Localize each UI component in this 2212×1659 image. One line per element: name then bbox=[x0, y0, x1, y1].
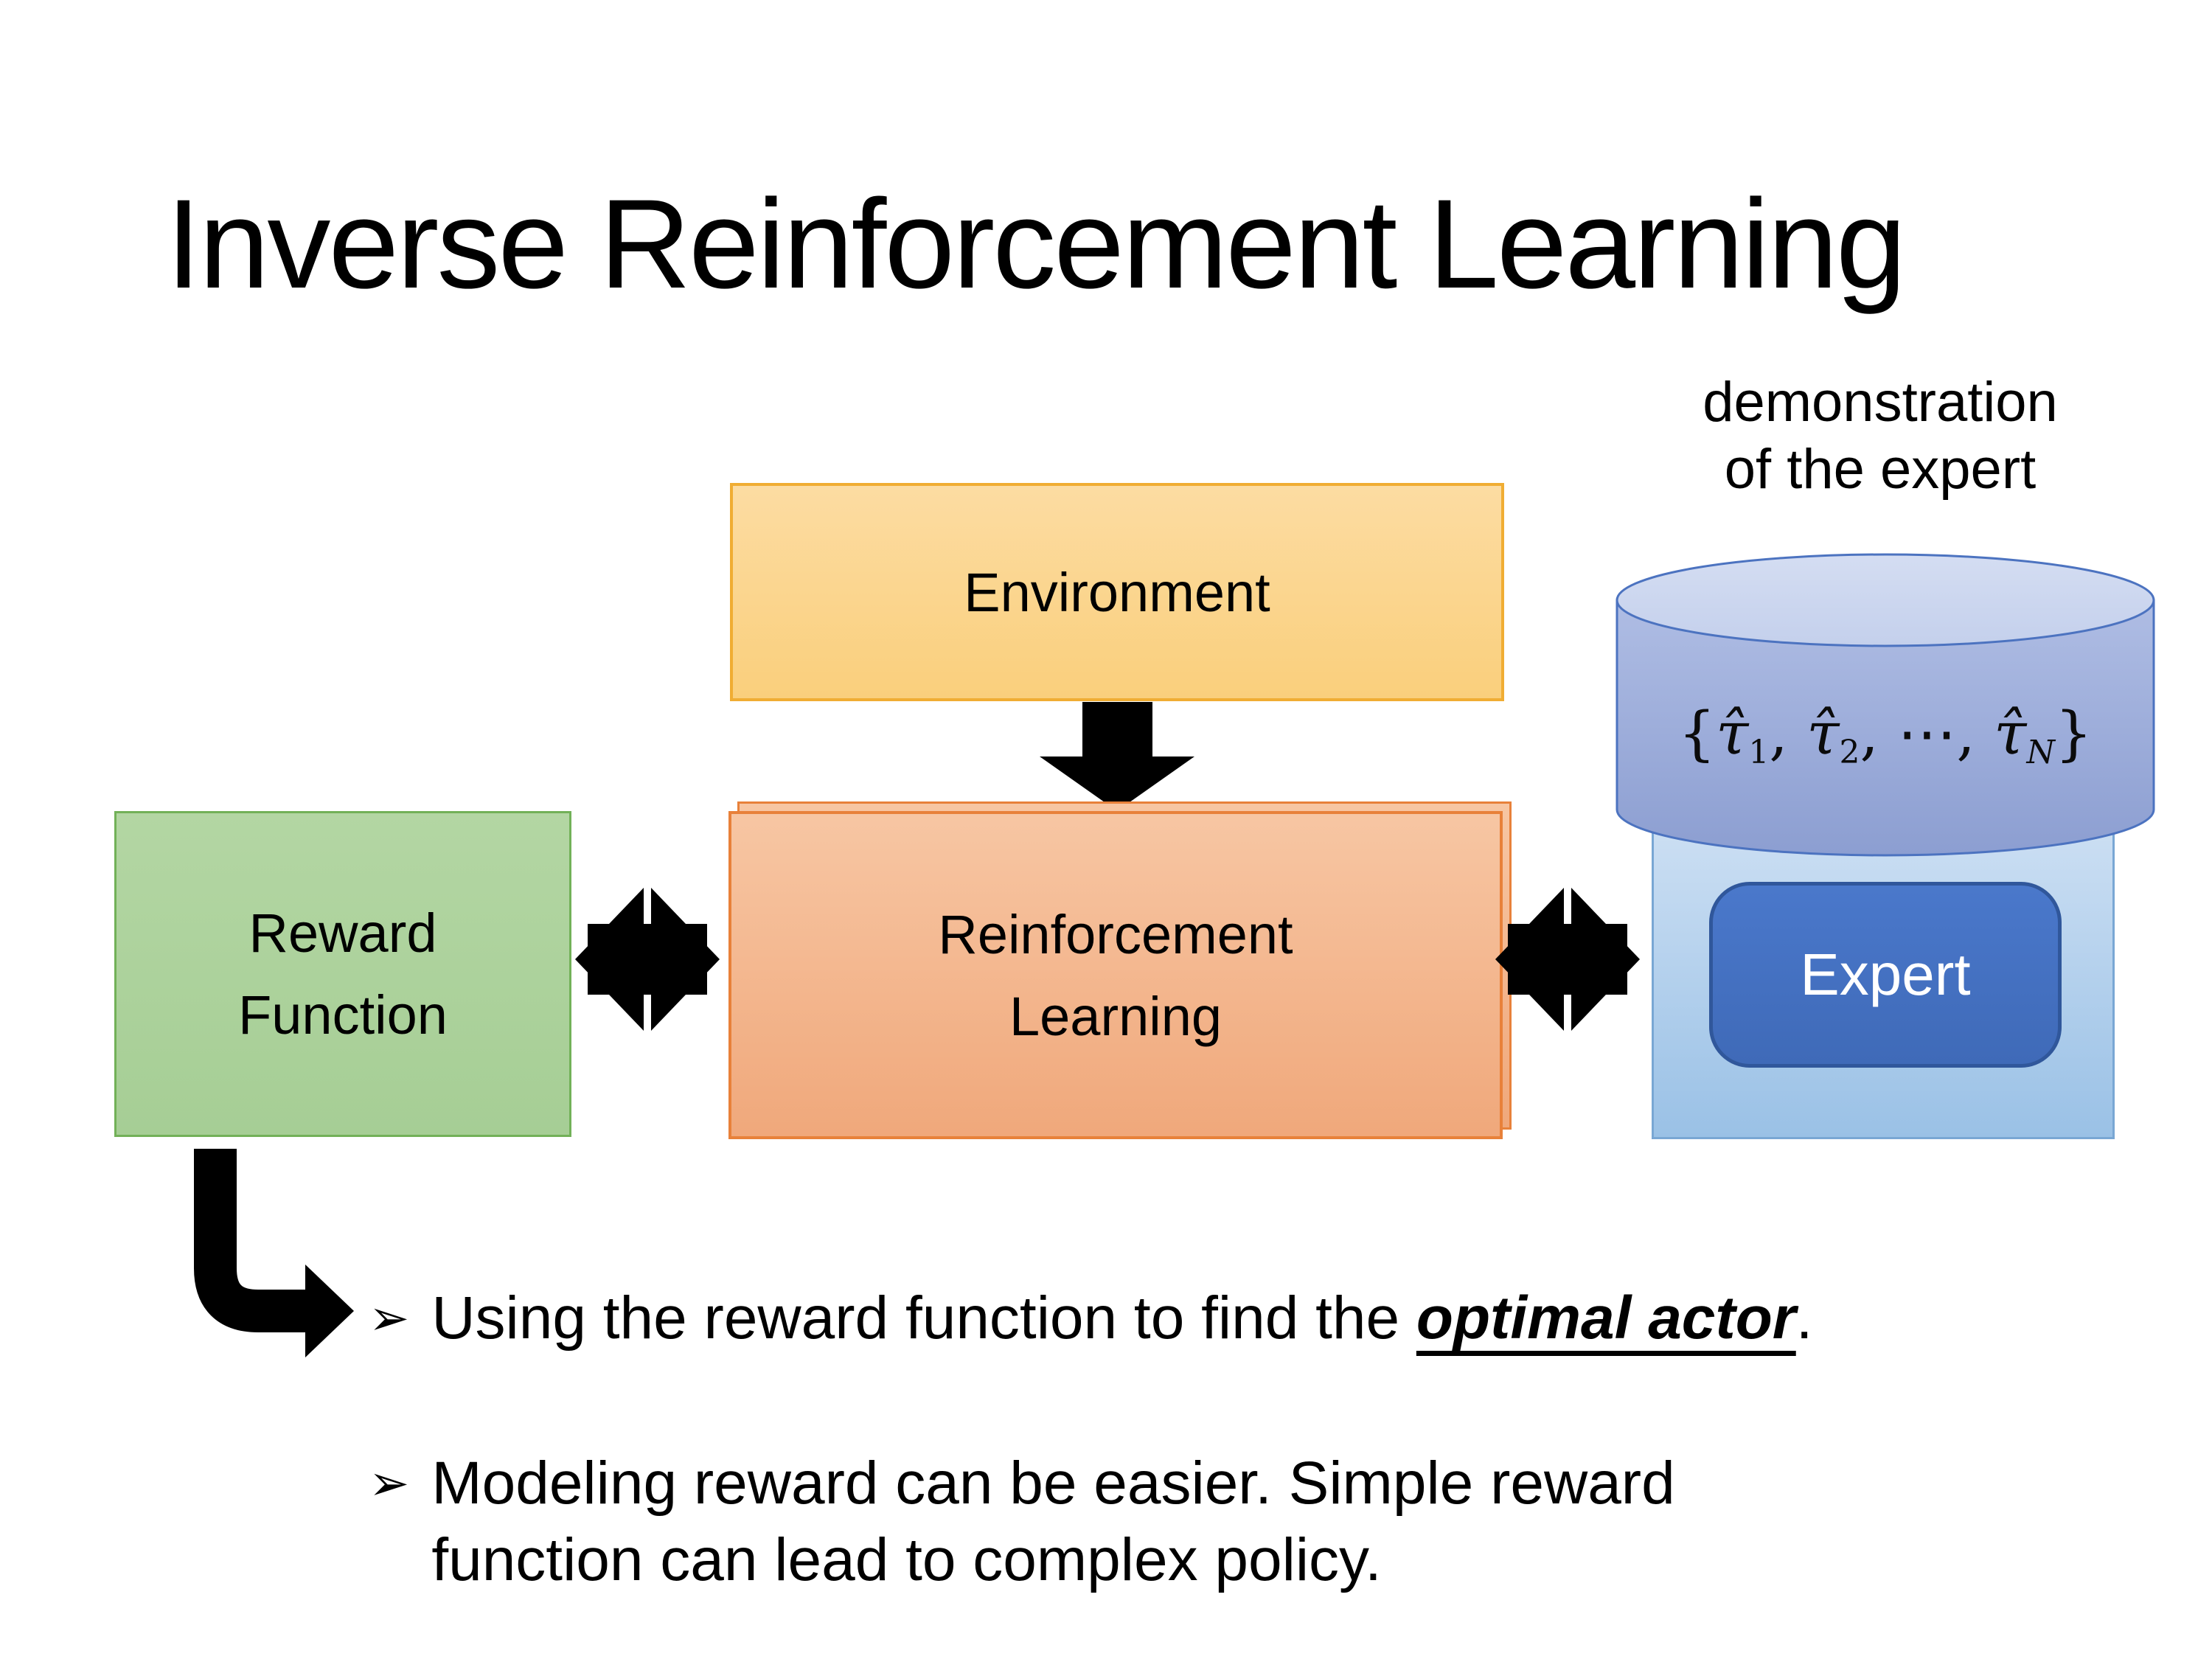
reward-label-line1: Reward bbox=[248, 902, 437, 964]
page-title: Inverse Reinforcement Learning bbox=[166, 173, 1907, 315]
demonstration-label-line2: of the expert bbox=[1724, 438, 2037, 501]
reward-function-box: Reward Function bbox=[114, 811, 571, 1137]
double-arrow-right-icon bbox=[1495, 888, 1640, 1031]
bullet2-line1: Modeling reward can be easier. Simple re… bbox=[431, 1450, 1675, 1517]
bullet1-post: . bbox=[1795, 1284, 1813, 1352]
formula-tau2: τ̂ bbox=[1806, 699, 1840, 768]
expert-label: Expert bbox=[1800, 942, 1971, 1007]
double-arrow-left-icon bbox=[575, 888, 720, 1031]
reinforcement-learning-box: Reinforcement Learning bbox=[728, 811, 1503, 1139]
formula-sep3: , bbox=[1956, 699, 1994, 768]
formula-sep1: , bbox=[1769, 699, 1807, 768]
trajectory-set-formula: {τ̂1, τ̂2, ⋯, τ̂N} bbox=[1615, 699, 2156, 771]
demonstration-label: demonstration of the expert bbox=[1622, 369, 2138, 503]
down-arrow-icon bbox=[1040, 702, 1194, 811]
bullet1-pre: Using the reward function to find the bbox=[431, 1284, 1416, 1352]
bullet-item-1: ➢ Using the reward function to find the … bbox=[369, 1280, 1813, 1357]
bullet2-line2: function can lead to complex policy. bbox=[431, 1526, 1382, 1594]
expert-box: Expert bbox=[1709, 882, 2062, 1068]
formula-close-brace: } bbox=[2054, 699, 2093, 768]
bullet-text-2: Modeling reward can be easier. Simple re… bbox=[431, 1445, 1674, 1599]
demonstration-label-line1: demonstration bbox=[1703, 371, 2058, 434]
bullet1-emphasis: optimal actor bbox=[1416, 1284, 1796, 1352]
formula-open-brace: { bbox=[1678, 699, 1717, 768]
arrowhead-bullet-icon: ➢ bbox=[369, 1455, 410, 1510]
bullet-text-1: Using the reward function to find the op… bbox=[431, 1280, 1812, 1357]
formula-sub1: 1 bbox=[1748, 734, 1770, 772]
trajectory-database-cylinder-icon bbox=[1615, 553, 2155, 857]
rl-label-line2: Learning bbox=[1009, 985, 1222, 1047]
formula-subN: N bbox=[2026, 734, 2055, 772]
arrowhead-bullet-icon: ➢ bbox=[369, 1290, 410, 1345]
reward-label-line2: Function bbox=[238, 984, 448, 1046]
formula-sub2: 2 bbox=[1839, 734, 1860, 772]
rl-label-line1: Reinforcement bbox=[938, 903, 1293, 965]
environment-box: Environment bbox=[730, 483, 1504, 701]
formula-tau1: τ̂ bbox=[1716, 699, 1749, 768]
formula-dots: ⋯ bbox=[1897, 699, 1957, 768]
bent-arrow-icon bbox=[194, 1149, 354, 1357]
formula-tau3: τ̂ bbox=[1994, 699, 2027, 768]
bullet-item-2: ➢ Modeling reward can be easier. Simple … bbox=[369, 1445, 1675, 1599]
environment-label: Environment bbox=[964, 561, 1270, 623]
formula-sep2: , bbox=[1860, 699, 1898, 768]
